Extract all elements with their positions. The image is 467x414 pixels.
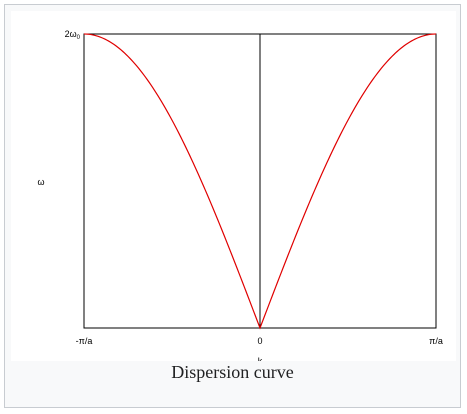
y-tick-label-2w0: 2ω0 <box>65 29 81 41</box>
x-axis-label: k <box>258 356 263 361</box>
x-tick-minus-pi: -π/a <box>76 336 93 346</box>
x-tick-zero: 0 <box>257 336 262 346</box>
dispersion-curve-line <box>83 33 437 330</box>
y-tick-subscript: 0 <box>77 35 81 41</box>
y-tick-main: 2ω <box>65 29 77 39</box>
x-tick-labels: -π/a 0 π/a <box>76 336 443 346</box>
x-tick-pi: π/a <box>429 336 443 346</box>
y-axis-label: ω <box>37 177 44 187</box>
figure-caption: Dispersion curve <box>171 362 294 382</box>
